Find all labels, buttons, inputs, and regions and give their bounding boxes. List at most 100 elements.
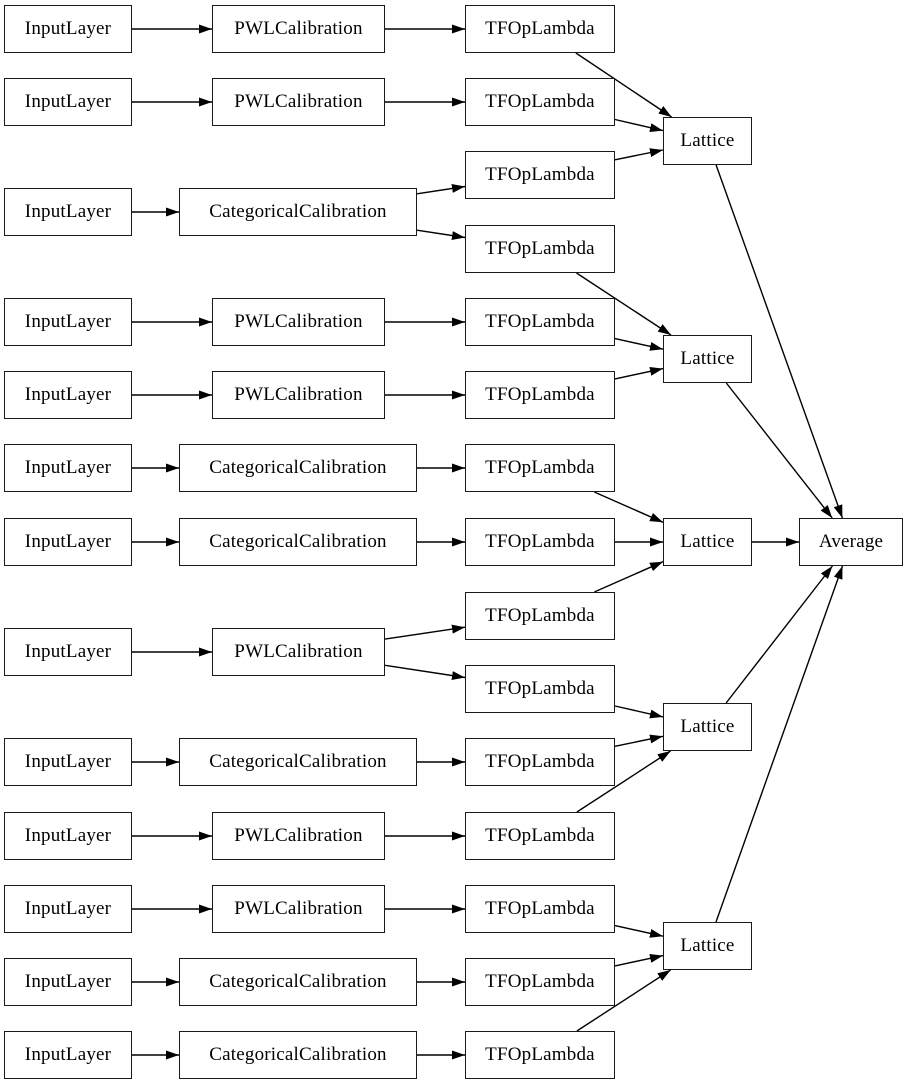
edge-tfop10-lat4 [614,705,664,719]
node-label: TFOpLambda [485,678,595,699]
edge-tfop13-lat5 [614,924,664,938]
node-label: InputLayer [24,971,112,992]
node-lat4: Lattice [663,703,752,751]
node-cat1: CategoricalCalibration [179,188,417,236]
node-tfop5: TFOpLambda [465,298,615,346]
node-in8: InputLayer [4,628,132,676]
node-label: InputLayer [24,825,112,846]
node-label: PWLCalibration [234,311,363,332]
node-label: PWLCalibration [234,825,363,846]
node-in4: InputLayer [4,298,132,346]
node-label: InputLayer [24,531,112,552]
node-label: TFOpLambda [485,164,595,185]
node-in1: InputLayer [4,5,132,53]
edge-cat1-tfop4 [416,229,466,240]
node-label: InputLayer [24,384,112,405]
node-tfop6: TFOpLambda [465,371,615,419]
node-label: TFOpLambda [485,18,595,39]
node-in5: InputLayer [4,371,132,419]
edge-tfop4-lat2 [576,272,672,336]
node-cat5: CategoricalCalibration [179,958,417,1006]
node-pwl1: PWLCalibration [212,5,385,53]
node-tfop14: TFOpLambda [465,958,615,1006]
edge-tfop14-lat5 [614,953,664,967]
node-label: Lattice [680,935,735,956]
node-label: TFOpLambda [485,457,595,478]
node-cat3: CategoricalCalibration [179,518,417,566]
node-tfop9: TFOpLambda [465,592,615,640]
node-in10: InputLayer [4,812,132,860]
node-tfop7: TFOpLambda [465,444,615,492]
node-in6: InputLayer [4,444,132,492]
node-tfop4: TFOpLambda [465,225,615,273]
node-lat1: Lattice [663,117,752,165]
node-label: Lattice [680,348,735,369]
edge-tfop11-lat4 [614,734,664,747]
edges-group [132,24,844,1060]
edge-tfop15-lat5 [576,969,671,1032]
edge-lat1-avg [715,164,844,519]
node-pwl5: PWLCalibration [212,628,385,676]
node-label: InputLayer [24,457,112,478]
node-label: InputLayer [24,311,112,332]
node-cat6: CategoricalCalibration [179,1031,417,1079]
node-lat2: Lattice [663,335,752,383]
node-label: TFOpLambda [485,91,595,112]
node-tfop13: TFOpLambda [465,885,615,933]
node-label: InputLayer [24,18,112,39]
edge-pwl5-tfop9 [384,624,466,640]
node-in11: InputLayer [4,885,132,933]
node-label: InputLayer [24,201,112,222]
edge-tfop5-lat2 [614,337,664,351]
node-tfop3: TFOpLambda [465,151,615,199]
node-label: TFOpLambda [485,898,595,919]
node-tfop1: TFOpLambda [465,5,615,53]
edge-lat5-avg [715,565,844,923]
node-lat5: Lattice [663,922,752,970]
node-label: CategoricalCalibration [209,457,387,478]
node-label: PWLCalibration [234,18,363,39]
node-pwl6: PWLCalibration [212,812,385,860]
node-label: PWLCalibration [234,91,363,112]
node-in9: InputLayer [4,738,132,786]
node-label: TFOpLambda [485,605,595,626]
node-pwl2: PWLCalibration [212,78,385,126]
node-tfop15: TFOpLambda [465,1031,615,1079]
node-tfop11: TFOpLambda [465,738,615,786]
node-in12: InputLayer [4,958,132,1006]
node-label: CategoricalCalibration [209,531,387,552]
node-label: TFOpLambda [485,531,595,552]
node-label: CategoricalCalibration [209,751,387,772]
node-lat3: Lattice [663,518,752,566]
node-in7: InputLayer [4,518,132,566]
edge-tfop2-lat1 [614,118,664,133]
node-tfop10: TFOpLambda [465,665,615,713]
edge-tfop9-lat3 [594,561,664,593]
node-tfop2: TFOpLambda [465,78,615,126]
node-label: InputLayer [24,641,112,662]
node-label: TFOpLambda [485,238,595,259]
edge-cat1-tfop3 [416,184,466,195]
node-label: TFOpLambda [485,825,595,846]
node-cat2: CategoricalCalibration [179,444,417,492]
edge-tfop3-lat1 [614,148,664,161]
node-pwl3: PWLCalibration [212,298,385,346]
node-in2: InputLayer [4,78,132,126]
node-label: Lattice [680,130,735,151]
node-label: PWLCalibration [234,898,363,919]
node-label: TFOpLambda [485,311,595,332]
node-tfop12: TFOpLambda [465,812,615,860]
node-cat4: CategoricalCalibration [179,738,417,786]
edge-tfop1-lat1 [575,52,672,118]
node-label: TFOpLambda [485,1044,595,1065]
node-label: CategoricalCalibration [209,1044,387,1065]
node-label: Lattice [680,716,735,737]
node-label: InputLayer [24,751,112,772]
node-pwl4: PWLCalibration [212,371,385,419]
node-label: InputLayer [24,898,112,919]
node-label: PWLCalibration [234,641,363,662]
node-in13: InputLayer [4,1031,132,1079]
